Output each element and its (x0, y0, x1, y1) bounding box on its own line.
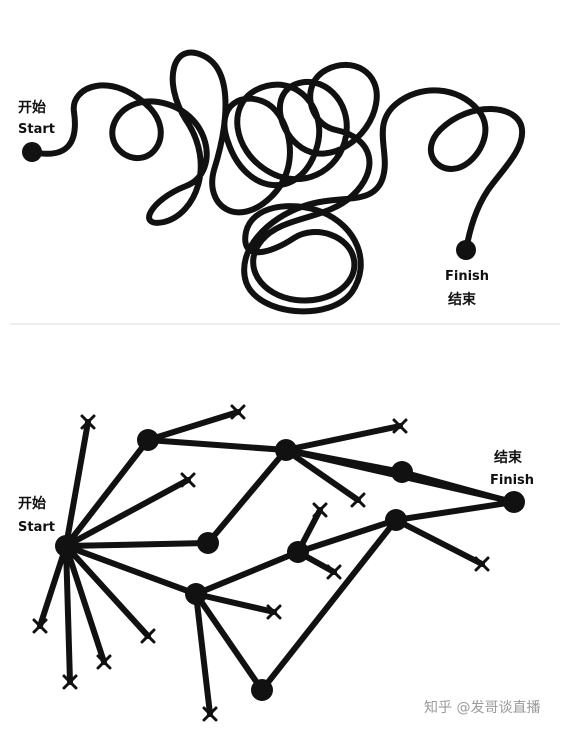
dead-end-markers (32, 404, 490, 722)
dead-end-x-icon (202, 706, 218, 722)
graph-node (185, 583, 207, 605)
dead-end-x-icon (230, 404, 246, 420)
bottom-finish-label-en: Finish (490, 473, 534, 488)
dead-end-x-icon (140, 628, 156, 644)
dead-end-x-icon (62, 674, 78, 690)
dead-end-x-icon (392, 418, 408, 434)
tangled-path-diagram: 开始 Start Finish 结束 (18, 49, 526, 315)
dead-end-x-icon (474, 556, 490, 572)
finish-node (503, 491, 525, 513)
graph-node (391, 461, 413, 483)
dead-end-x-icon (326, 564, 342, 580)
dead-end-x-icon (80, 414, 96, 430)
watermark: 知乎 @发哥谈直播 (424, 699, 540, 716)
dead-end-x-icon (32, 618, 48, 634)
graph-node (251, 679, 273, 701)
tangled-path (29, 49, 526, 315)
graph-node (287, 541, 309, 563)
start-node (55, 535, 77, 557)
start-dot (22, 142, 42, 162)
dead-end-x-icon (96, 654, 112, 670)
top-finish-label-cn: 结束 (448, 291, 477, 308)
top-start-label-cn: 开始 (18, 99, 46, 116)
finish-dot (456, 240, 476, 260)
dead-end-x-icon (266, 604, 282, 620)
dead-end-branches (37, 409, 485, 717)
bottom-finish-label-cn: 结束 (494, 449, 523, 466)
branching-graph-diagram (32, 404, 517, 722)
top-start-label-en: Start (18, 122, 55, 137)
dead-end-x-icon (350, 492, 366, 508)
graph-edges (63, 437, 517, 693)
graph-node (137, 429, 159, 451)
graph-node (197, 532, 219, 554)
dead-end-x-icon (180, 472, 196, 488)
graph-node (275, 439, 297, 461)
bottom-start-label-en: Start (18, 520, 55, 535)
dead-end-x-icon (312, 502, 328, 518)
top-finish-label-en: Finish (445, 269, 489, 284)
graph-nodes (55, 429, 525, 701)
bottom-start-label-cn: 开始 (18, 495, 46, 512)
graph-node (385, 509, 407, 531)
